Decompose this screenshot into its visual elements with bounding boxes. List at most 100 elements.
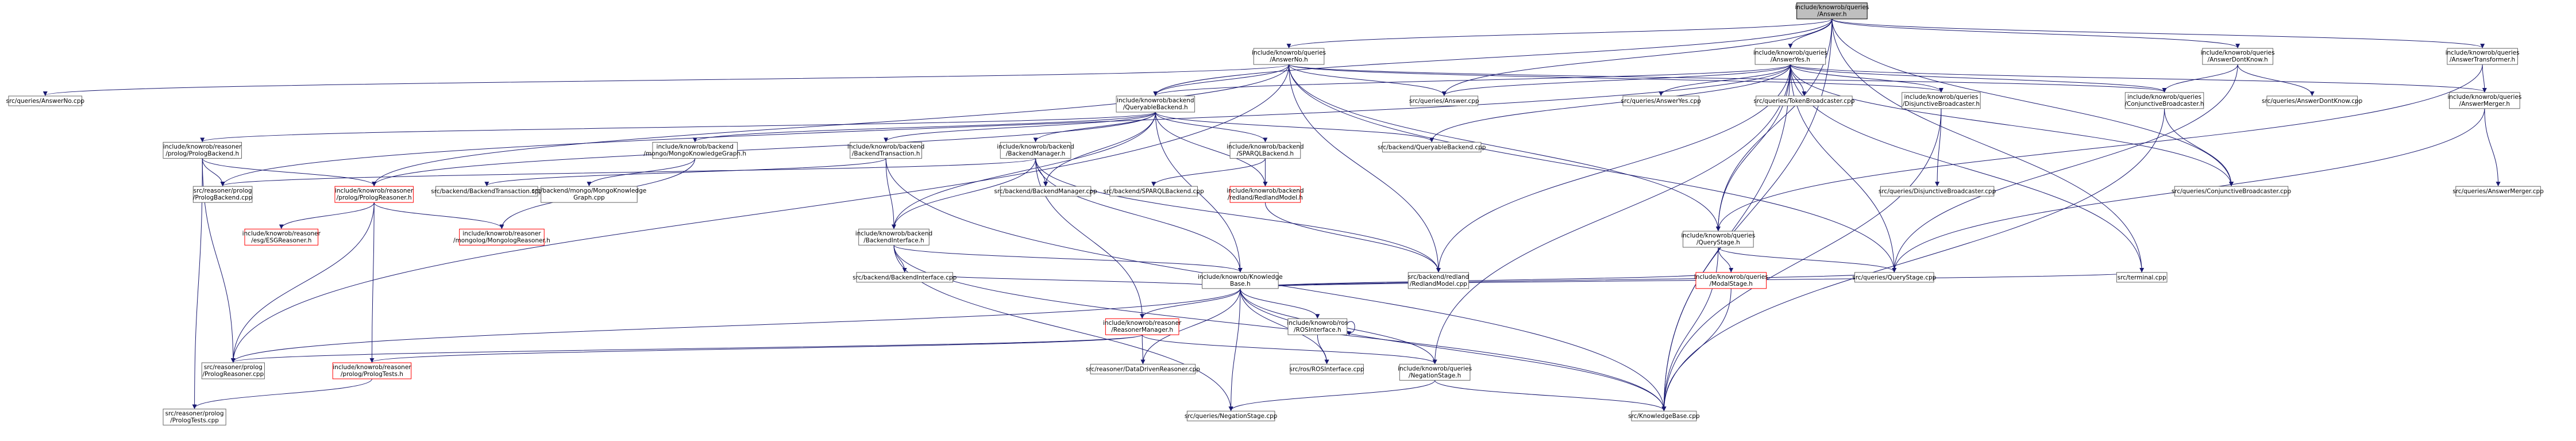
edge-knowledgebase_h-to-reasonermanager_h <box>1140 288 1241 319</box>
edge-prologreasoner_h-to-prologtests_h <box>369 202 375 363</box>
node-disjunctivebroadcaster-cpp[interactable]: src/queries/DisjunctiveBroadcaster.cpp <box>1879 186 1996 197</box>
edge-answerdontknow_h-to-conjunctivebroadcaster_h <box>2162 64 2238 93</box>
node-disjunctivebroadcaster-h[interactable]: include/knowrob/queries/DisjunctiveBroad… <box>1902 92 1981 109</box>
node-box <box>2266 95 2358 106</box>
node-box <box>1229 141 1301 159</box>
node-backendinterface-h[interactable]: include/knowrob/backend/BackendInterface… <box>855 228 932 246</box>
edge-answeryes_h-to-querystage_h <box>1715 64 1791 232</box>
node-label: include/knowrob/Knowledge <box>1198 274 1283 281</box>
node-modalstage-h[interactable]: include/knowrob/queries/ModalStage.h <box>1694 272 1768 289</box>
node-box <box>541 186 638 203</box>
edge-answeryes_h-to-answermerger_h <box>1790 64 2487 93</box>
edge-answeryes_h-to-prologbackend_cpp <box>220 64 1791 187</box>
node-label: src/queries/AnswerMerger.cpp <box>2452 188 2544 195</box>
edge-disjunctivebroadcaster_h-to-disjunctivebroadcaster_cpp <box>1935 108 1942 187</box>
edge-answer_h-to-answer_cpp <box>1441 18 1833 97</box>
node-datadrivenreasoner-cpp[interactable]: src/reasoner/DataDrivenReasoner.cpp <box>1086 363 1200 374</box>
node-label: /AnswerNo.h <box>1270 56 1308 63</box>
node-backendtransaction-cpp[interactable]: src/backend/BackendTransaction.cpp <box>431 186 543 197</box>
node-label: include/knowrob/queries <box>1753 49 1827 56</box>
node-prologtests-cpp[interactable]: src/reasoner/prolog/PrologTests.cpp <box>163 408 226 425</box>
node-conjunctivebroadcaster-h[interactable]: include/knowrob/queries/ConjunctiveBroad… <box>2125 92 2204 109</box>
node-label: src/terminal.cpp <box>2118 274 2167 281</box>
node-label: src/backend/QueryableBackend.cpp <box>1378 144 1486 151</box>
node-prologbackend-h[interactable]: include/knowrob/reasoner/prolog/PrologBa… <box>163 141 242 159</box>
node-queryablebackend-h[interactable]: include/knowrob/backend/QueryableBackend… <box>1116 95 1196 113</box>
node-label: /DisjunctiveBroadcaster.h <box>1903 101 1980 108</box>
node-backendinterface-cpp[interactable]: src/backend/BackendInterface.cpp <box>853 272 957 283</box>
node-label: include/knowrob/backend <box>1117 97 1194 104</box>
node-label: /SPARQLBackend.h <box>1237 150 1294 157</box>
node-label: include/knowrob/backend <box>657 143 734 150</box>
node-sparqlbackend-cpp[interactable]: src/backend/SPARQLBackend.cpp <box>1104 186 1204 197</box>
edge-answer_h-to-answerdontknow_h <box>1831 18 2240 49</box>
node-mongologreasoner-h[interactable]: include/knowrob/reasoner/mongolog/Mongol… <box>453 228 550 246</box>
node-answermerger-h[interactable]: include/knowrob/queries/AnswerMerger.h <box>2447 92 2521 109</box>
node-label: /AnswerYes.h <box>1771 56 1810 63</box>
node-querystage-cpp[interactable]: src/queries/QueryStage.cpp <box>1852 272 1937 283</box>
edge-queryablebackend_h-to-prologbackend_h <box>200 112 1156 143</box>
node-label: src/queries/DisjunctiveBroadcaster.cpp <box>1879 188 1996 195</box>
node-box <box>2447 48 2518 65</box>
node-sparqlbackend-h[interactable]: include/knowrob/backend/SPARQLBackend.h <box>1227 141 1304 159</box>
node-answermerger-cpp[interactable]: src/queries/AnswerMerger.cpp <box>2452 186 2544 197</box>
node-knowledgebase-h[interactable]: include/knowrob/KnowledgeBase.h <box>1198 272 1283 289</box>
node-answeryes-cpp[interactable]: src/queries/AnswerYes.cpp <box>1621 95 1702 106</box>
node-answer-h[interactable]: include/knowrob/queries/Answer.h <box>1795 2 1869 20</box>
node-box <box>1116 95 1196 113</box>
node-answertransformer-h[interactable]: include/knowrob/queries/AnswerTransforme… <box>2446 48 2520 65</box>
node-answerno-cpp[interactable]: src/queries/AnswerNo.cpp <box>6 95 84 106</box>
node-label: /AnswerMerger.h <box>2459 101 2510 108</box>
edge-rosinterface_h-to-rosinterface_cpp <box>1317 335 1329 365</box>
node-queryablebackend-cpp[interactable]: src/backend/QueryableBackend.cpp <box>1378 141 1486 152</box>
node-answer-cpp[interactable]: src/queries/Answer.cpp <box>1409 95 1479 106</box>
node-negationstage-cpp[interactable]: src/queries/NegationStage.cpp <box>1185 411 1278 421</box>
node-answerdontknow-h[interactable]: include/knowrob/queries/AnswerDontKnow.h <box>2201 48 2275 65</box>
node-box <box>1000 141 1071 159</box>
node-terminal-cpp[interactable]: src/terminal.cpp <box>2116 272 2168 283</box>
node-mongoknowledgegraph-cpp[interactable]: src/backend/mongo/MongoKnowledgeGraph.cp… <box>532 186 647 203</box>
edge-querystage_h-to-modalstage_h <box>1718 247 1734 273</box>
node-conjunctivebroadcaster-cpp[interactable]: src/queries/ConjunctiveBroadcaster.cpp <box>2172 186 2292 197</box>
node-backendmanager-cpp[interactable]: src/backend/BackendManager.cpp <box>994 186 1097 197</box>
node-label: /NegationStage.h <box>1409 372 1461 379</box>
node-backendtransaction-h[interactable]: include/knowrob/backend/BackendTransacti… <box>847 141 924 159</box>
node-esgreasoner-h[interactable]: include/knowrob/reasoner/esg/ESGReasoner… <box>242 228 321 246</box>
node-prologreasoner-cpp[interactable]: src/reasoner/prolog/PrologReasoner.cpp <box>201 362 265 379</box>
node-answerno-h[interactable]: include/knowrob/queries/AnswerNo.h <box>1252 48 1326 65</box>
node-querystage-h[interactable]: include/knowrob/queries/QueryStage.h <box>1681 231 1755 248</box>
edge-knowledgebase_h-to-modalstage_h <box>1240 271 1733 289</box>
edge-answerdontknow_h-to-querystage_cpp <box>1892 64 2238 273</box>
node-label: include/knowrob/backend <box>997 143 1074 150</box>
node-backendmanager-h[interactable]: include/knowrob/backend/BackendManager.h <box>997 141 1074 159</box>
edge-queryablebackend_h-to-redlandmodel_h <box>1155 112 1268 187</box>
edge-negationstage_h-to-knowledgebase_cpp <box>1434 380 1667 412</box>
node-tokenbroadcaster-cpp[interactable]: src/queries/TokenBroadcaster.cpp <box>1753 95 1855 106</box>
node-label: src/queries/TokenBroadcaster.cpp <box>1753 98 1854 105</box>
node-label: /QueryableBackend.h <box>1123 104 1188 111</box>
node-answeryes-h[interactable]: include/knowrob/queries/AnswerYes.h <box>1753 48 1827 65</box>
node-label: src/backend/SPARQLBackend.cpp <box>1104 188 1204 195</box>
node-prologtests-h[interactable]: include/knowrob/reasoner/prolog/PrologTe… <box>332 362 411 379</box>
node-rosinterface-cpp[interactable]: src/ros/ROSInterface.cpp <box>1290 363 1364 374</box>
node-knowledgebase-cpp[interactable]: src/KnowledgeBase.cpp <box>1628 411 1700 421</box>
node-label: src/queries/AnswerNo.cpp <box>6 98 84 105</box>
edge-queryablebackend_h-to-backendinterface_h <box>892 112 1156 229</box>
node-reasonermanager-h[interactable]: include/knowrob/reasoner/ReasonerManager… <box>1103 318 1182 335</box>
node-label: src/KnowledgeBase.cpp <box>1628 413 1700 420</box>
node-label: src/reasoner/DataDrivenReasoner.cpp <box>1086 366 1200 373</box>
node-prologreasoner-h[interactable]: include/knowrob/reasoner/prolog/PrologRe… <box>334 186 414 203</box>
node-box <box>1796 2 1868 20</box>
node-label: /ReasonerManager.h <box>1111 327 1173 333</box>
node-rosinterface-h[interactable]: include/knowrob/ros/ROSInterface.h <box>1287 318 1348 335</box>
node-redlandmodel-cpp[interactable]: src/backend/redland/RedlandModel.cpp <box>1408 272 1470 289</box>
node-label: /PrologReasoner.cpp <box>202 371 264 378</box>
node-answerdontknow-cpp[interactable]: src/queries/AnswerDontKnow.cpp <box>2262 95 2363 106</box>
node-label: src/backend/mongo/MongoKnowledge <box>532 187 647 194</box>
node-redlandmodel-h[interactable]: include/knowrob/backend/redland/RedlandM… <box>1227 186 1304 203</box>
node-mongoknowledgegraph-h[interactable]: include/knowrob/backend/mongo/MongoKnowl… <box>643 141 746 159</box>
edge-prologbackend_h-to-prologbackend_cpp <box>202 158 225 187</box>
node-negationstage-h[interactable]: include/knowrob/queries/NegationStage.h <box>1398 363 1472 381</box>
node-prologbackend-cpp[interactable]: src/reasoner/prolog/PrologBackend.cpp <box>192 186 253 203</box>
